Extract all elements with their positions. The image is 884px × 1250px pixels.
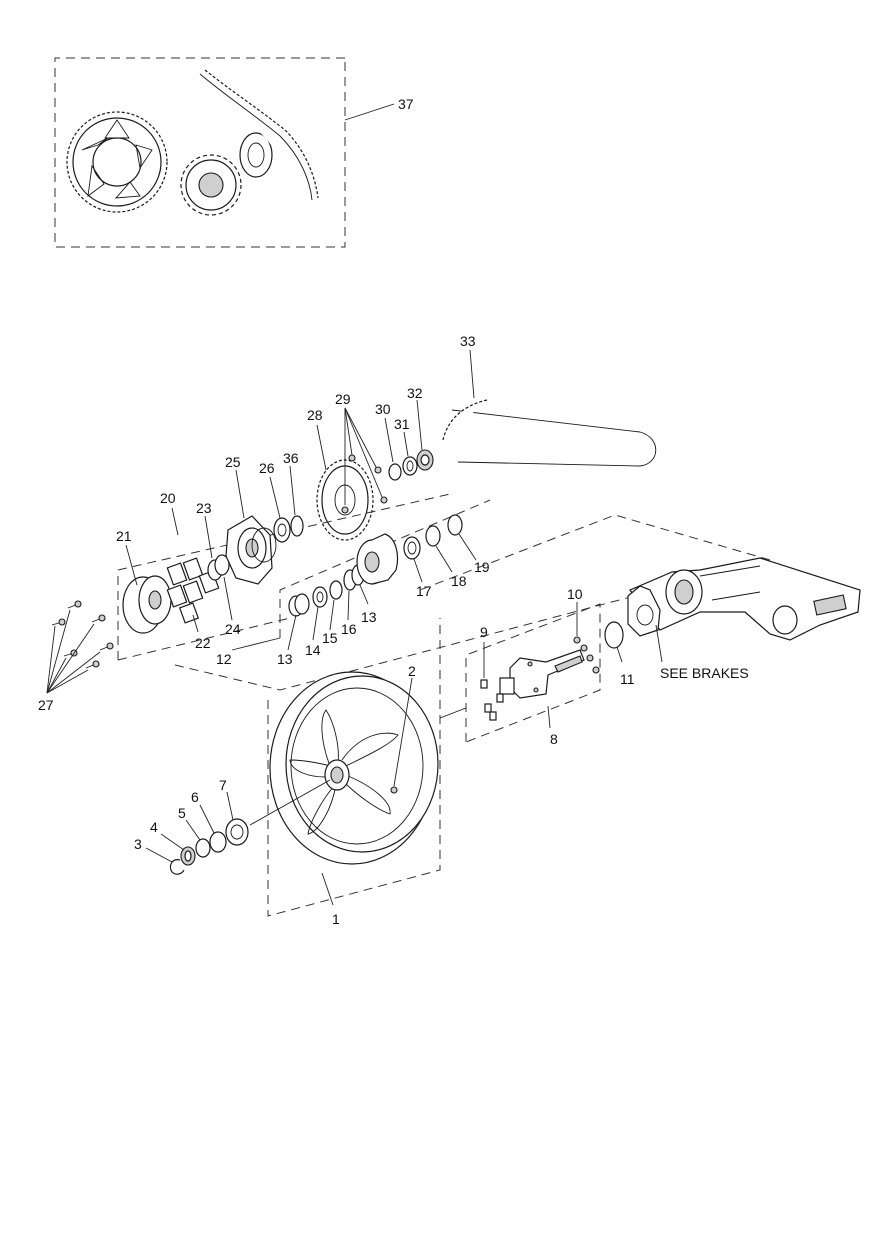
sprocket-washer-kit-part — [239, 132, 273, 178]
bearing-6 — [209, 831, 227, 853]
label-14: 14 — [305, 642, 321, 658]
label-31: 31 — [394, 416, 410, 432]
bearing-26 — [273, 517, 291, 543]
label-16: 16 — [341, 621, 357, 637]
label-9: 9 — [480, 624, 488, 640]
label-8: 8 — [550, 731, 558, 747]
label-19: 19 — [474, 559, 490, 575]
label-20: 20 — [160, 490, 176, 506]
label-10: 10 — [567, 586, 583, 602]
label-13a: 13 — [277, 651, 293, 667]
label-5: 5 — [178, 805, 186, 821]
bearing-17 — [403, 536, 421, 560]
spacer-36 — [290, 515, 304, 537]
hub-bearing-group: 12 13 14 15 16 13 17 18 19 — [216, 499, 491, 667]
axle-group: 9 10 8 — [465, 586, 601, 747]
front-sprocket-kit-part — [180, 154, 242, 216]
sprocket-nut — [348, 454, 356, 462]
label-3: 3 — [134, 836, 142, 852]
label-12: 12 — [216, 651, 232, 667]
label-18: 18 — [451, 573, 467, 589]
drive-chain-group: 33 — [442, 333, 657, 467]
label-21: 21 — [116, 528, 132, 544]
spacer-5 — [195, 838, 211, 858]
o-ring-11 — [604, 621, 624, 649]
wheel-group: 1 2 7 6 5 — [134, 618, 467, 927]
label-1: 1 — [332, 911, 340, 927]
spacer-15 — [329, 580, 343, 600]
label-29: 29 — [335, 391, 351, 407]
label-37: 37 — [398, 96, 414, 112]
see-brakes-label: SEE BRAKES — [660, 665, 749, 681]
label-23: 23 — [196, 500, 212, 516]
label-36: 36 — [283, 450, 299, 466]
rear-sprocket-kit-part — [66, 111, 168, 213]
label-13b: 13 — [361, 609, 377, 625]
label-27: 27 — [38, 697, 54, 713]
seal-19 — [447, 514, 463, 536]
label-17: 17 — [416, 583, 432, 599]
label-7: 7 — [219, 777, 227, 793]
label-22: 22 — [195, 635, 211, 651]
caliper-bracket — [627, 585, 661, 637]
label-4: 4 — [150, 819, 158, 835]
circlip-3 — [169, 859, 185, 875]
label-15: 15 — [322, 630, 338, 646]
bolts-27 — [51, 600, 114, 669]
label-26: 26 — [259, 460, 275, 476]
chain-kit-part — [204, 69, 319, 199]
label-28: 28 — [307, 407, 323, 423]
label-11: 11 — [620, 671, 635, 687]
label-30: 30 — [375, 401, 391, 417]
sprocket-kit-group: 37 — [54, 57, 414, 248]
label-24: 24 — [225, 621, 241, 637]
cush-drive-housing — [225, 515, 277, 585]
label-25: 25 — [225, 454, 241, 470]
seal-7 — [225, 818, 249, 846]
label-6: 6 — [191, 789, 199, 805]
bearing-14 — [312, 586, 328, 608]
spacer-18 — [425, 525, 441, 547]
label-33: 33 — [460, 333, 476, 349]
sprocket-carrier — [356, 533, 399, 585]
bearing-24 — [214, 554, 230, 576]
label-32: 32 — [407, 385, 423, 401]
washer-30 — [388, 463, 402, 481]
valve-stem — [390, 786, 398, 794]
rear-wheel — [269, 671, 439, 865]
spacer-31 — [402, 456, 418, 476]
label-2: 2 — [408, 663, 416, 679]
sprocket-assembly-group: 29 28 30 31 32 — [307, 385, 434, 541]
cush-drive-group: 20 21 22 23 24 25 — [38, 450, 451, 713]
swingarm — [629, 557, 861, 641]
